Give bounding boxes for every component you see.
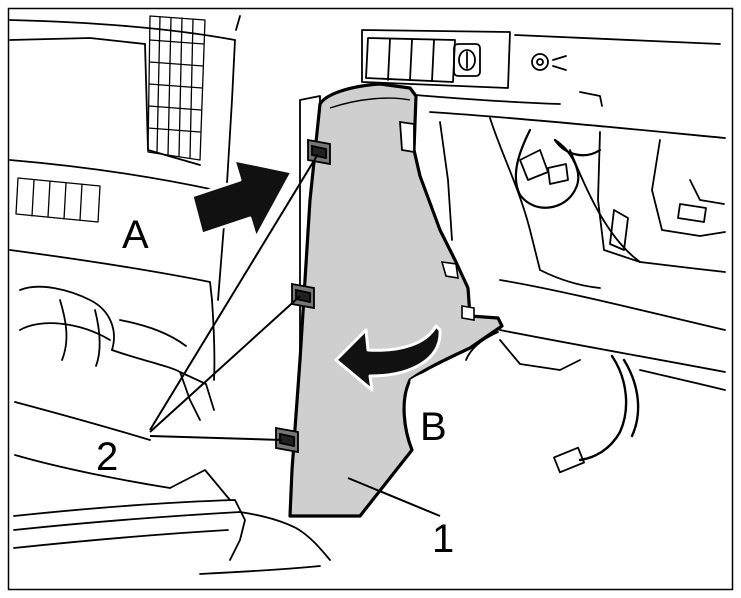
screw-icon [531, 53, 549, 71]
door-sill [13, 499, 331, 575]
label-2: 2 [96, 435, 118, 479]
trim-panel [288, 82, 504, 518]
curved-arrow-icon [334, 324, 442, 392]
dashboard-right-structure [429, 111, 726, 474]
wire-harness [514, 128, 580, 209]
speaker-grille [147, 15, 206, 161]
clip-middle [291, 282, 315, 310]
label-1: 1 [432, 517, 454, 561]
dashboard-left-panel [9, 15, 236, 501]
retaining-clips [275, 138, 331, 454]
clip-top [307, 138, 331, 166]
label-a: A [122, 213, 149, 257]
arrow-right-icon [190, 158, 294, 240]
air-vent-left [15, 177, 101, 223]
wire [578, 354, 628, 462]
connector [553, 446, 585, 474]
label-b: B [420, 405, 447, 449]
cross-member [499, 279, 726, 331]
clip-bottom [275, 426, 299, 454]
leader-lines [149, 153, 441, 517]
